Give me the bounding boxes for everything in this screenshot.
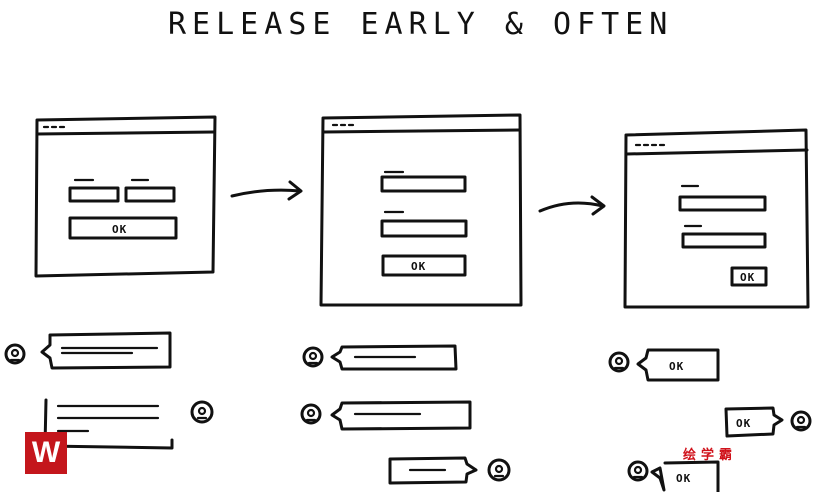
user-icon	[302, 346, 324, 368]
window-stage-3: OK	[623, 128, 810, 309]
feedback-stage-2	[300, 344, 511, 485]
user-icon	[487, 458, 511, 482]
ok-bubble: OK	[676, 472, 691, 485]
diagram-title: RELEASE EARLY & OFTEN	[168, 7, 673, 42]
arrow-2	[538, 195, 606, 216]
arrow-1	[230, 180, 303, 201]
watermark: 绘学霸	[683, 448, 738, 463]
user-icon	[4, 343, 26, 365]
window-stage-2: OK	[319, 113, 523, 307]
user-icon	[190, 400, 214, 424]
ok-bubble: OK	[736, 417, 751, 430]
brand-logo: W	[25, 432, 67, 474]
user-icon	[790, 410, 812, 432]
ok-button-stage-3: OK	[740, 271, 755, 284]
feedback-stage-1	[4, 331, 214, 450]
user-icon	[300, 403, 322, 425]
feedback-stage-3: OK OK OK	[608, 348, 812, 492]
user-icon	[608, 351, 630, 373]
window-stage-1: OK	[34, 115, 217, 278]
ok-button-stage-2: OK	[411, 260, 426, 273]
ok-bubble: OK	[669, 360, 684, 373]
user-icon	[627, 460, 649, 482]
ok-button-stage-1: OK	[112, 223, 127, 236]
